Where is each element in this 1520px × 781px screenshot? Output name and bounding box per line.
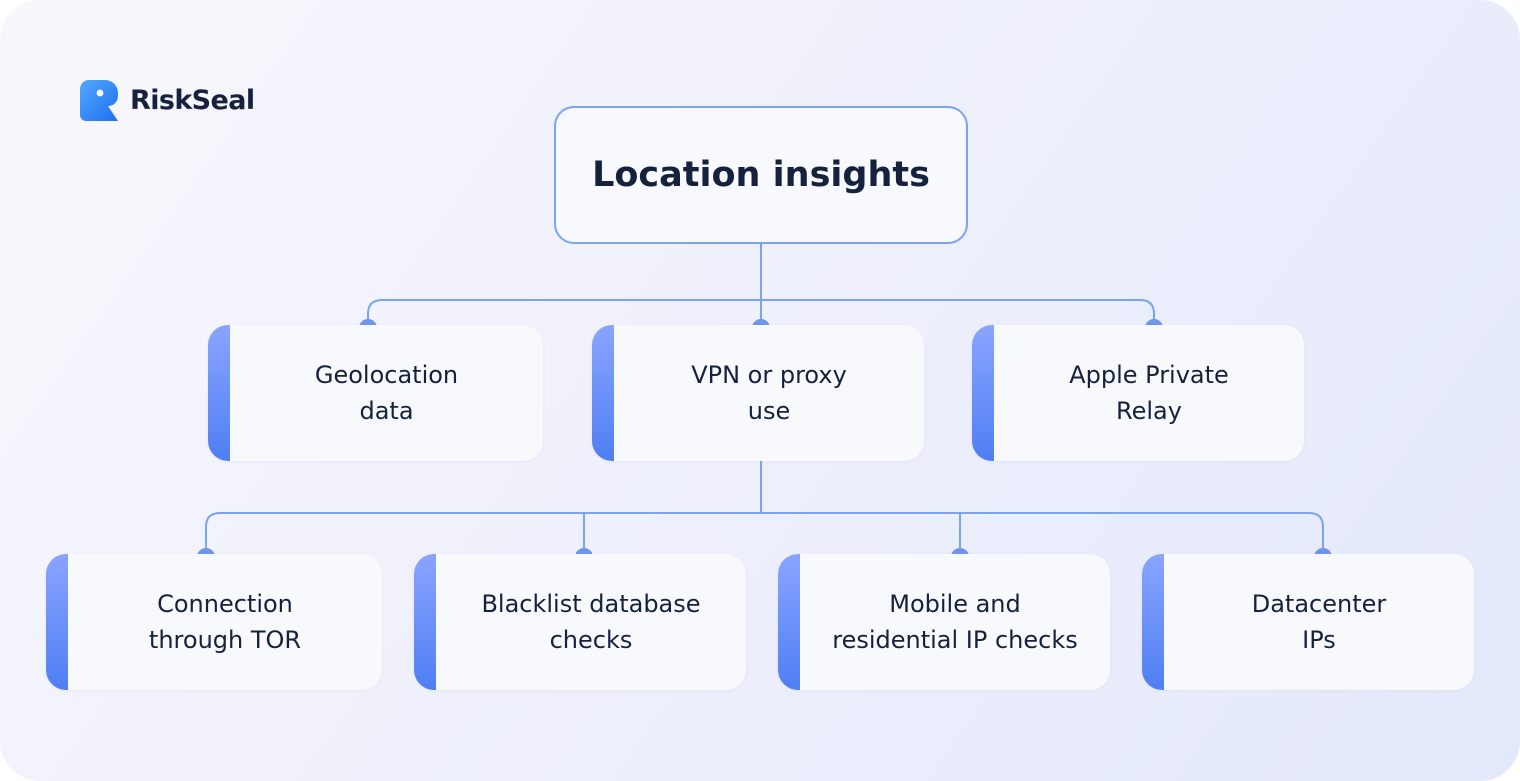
brand-name: RiskSeal bbox=[130, 85, 255, 116]
seal-logo-icon bbox=[80, 80, 118, 121]
brand-logo[interactable]: RiskSeal bbox=[80, 80, 255, 121]
root-node-location-insights: Location insights bbox=[554, 106, 968, 244]
edge-level2-bus bbox=[205, 512, 1324, 557]
root-node-label: Location insights bbox=[592, 155, 930, 195]
edge-level1-bus bbox=[367, 299, 1155, 328]
